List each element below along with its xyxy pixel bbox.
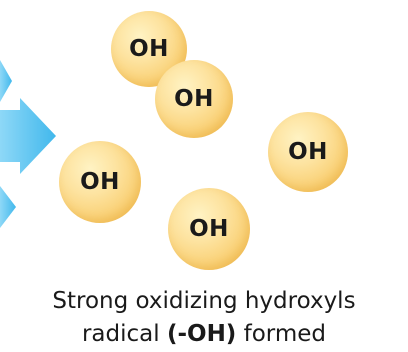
caption-formula: (-OH)	[166, 321, 237, 347]
caption-line-2: radical (-OH) formed	[0, 318, 408, 350]
molecule-label: OH	[288, 139, 328, 165]
molecule-label: OH	[189, 216, 229, 242]
arrow-right-icon	[0, 186, 16, 228]
oh-molecule: OH	[155, 60, 233, 138]
caption-prefix: radical	[81, 321, 167, 347]
oh-molecule: OH	[268, 112, 348, 192]
oh-molecule: OH	[59, 141, 141, 223]
arrow-right-icon	[0, 98, 56, 174]
molecule-label: OH	[129, 36, 169, 62]
molecule-label: OH	[80, 169, 120, 195]
caption-suffix: formed	[236, 321, 327, 347]
caption-line-1: Strong oxidizing hydroxyls	[52, 288, 356, 314]
molecule-label: OH	[174, 86, 214, 112]
arrow-right-icon	[0, 60, 12, 102]
oh-molecule: OH	[168, 188, 250, 270]
